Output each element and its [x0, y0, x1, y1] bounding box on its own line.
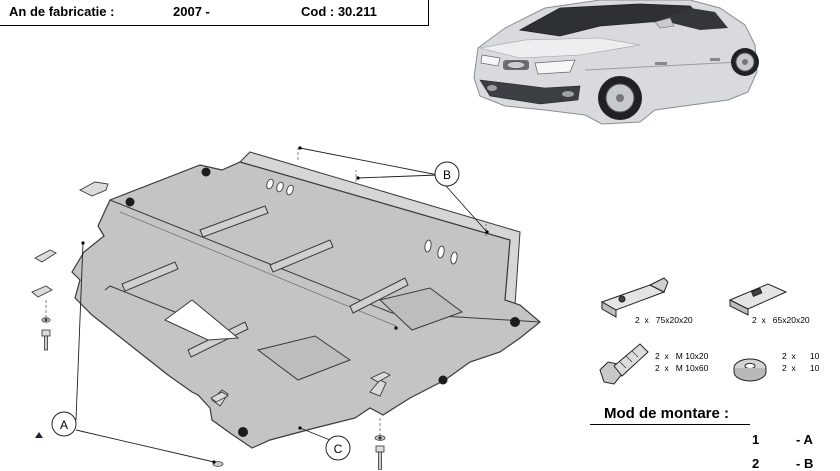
- callout-leaders: [75, 147, 488, 463]
- callout-a: A: [51, 411, 77, 437]
- car-illustration: [473, 0, 759, 125]
- bolt-left: [41, 317, 51, 351]
- small-marker-icon: [35, 432, 43, 438]
- washer-icon: [733, 358, 767, 382]
- svg-text:B: B: [443, 168, 451, 182]
- header-box: An de fabricatie : 2007 - Cod : 30.211: [0, 0, 429, 26]
- mounting-step-number: 2: [752, 456, 760, 471]
- mounting-step-label: - A: [796, 432, 813, 447]
- bracket-65-spec: 2 x 65x20x20: [752, 315, 810, 325]
- callout-b: B: [434, 161, 460, 187]
- loose-brackets: [31, 181, 391, 403]
- bracket-65-icon: [728, 283, 788, 316]
- svg-text:A: A: [60, 418, 68, 432]
- mounting-title-underline: [590, 424, 750, 425]
- mounting-step-label: - B: [796, 456, 814, 471]
- year-value: 2007 -: [173, 4, 210, 19]
- bracket-75-icon: [600, 277, 669, 318]
- washer-spec: 2 x 10 2 x 10: [782, 351, 820, 373]
- svg-text:C: C: [334, 442, 343, 456]
- mounting-step-number: 1: [752, 432, 760, 447]
- hex-bolt-icon: [599, 343, 649, 385]
- callout-c: C: [325, 435, 351, 461]
- skid-plate: [71, 151, 541, 449]
- bolt-bottom: [212, 435, 386, 470]
- year-label: An de fabricatie :: [9, 4, 115, 19]
- bracket-75-spec: 2 x 75x20x20: [635, 315, 693, 325]
- bolt-spec: 2 x M 10x20 2 x M 10x60: [655, 351, 709, 373]
- product-code: Cod : 30.211: [301, 4, 377, 19]
- mounting-title: Mod de montare :: [604, 405, 730, 422]
